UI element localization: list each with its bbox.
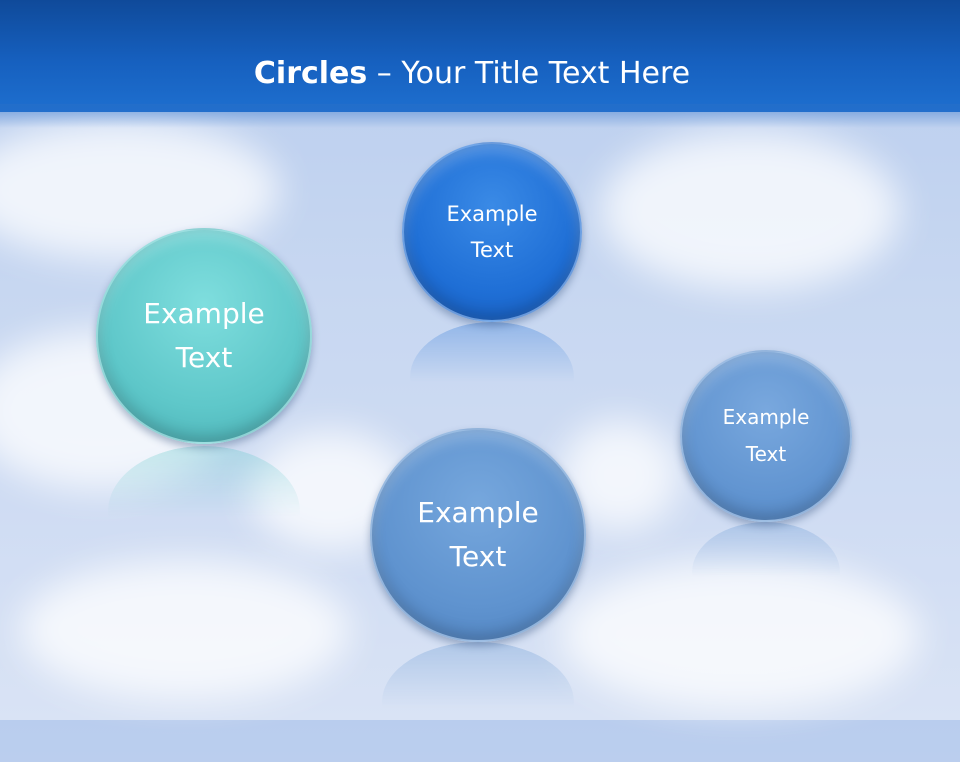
slide-title-rest: – Your Title Text Here	[367, 56, 691, 91]
circle-label: Example Text	[417, 496, 539, 573]
cloud-shape	[20, 560, 350, 700]
circle-reflection	[382, 642, 574, 762]
slide-title-bold: Circles	[253, 56, 368, 91]
circle-blue[interactable]: Example Text	[402, 142, 582, 322]
circle-reflection	[692, 522, 840, 622]
cloud-shape	[560, 560, 920, 710]
circle-reflection	[108, 446, 300, 576]
circle-steel-blue-small[interactable]: Example Text	[680, 350, 852, 522]
circle-reflection	[410, 322, 574, 432]
circle-teal[interactable]: Example Text	[96, 228, 312, 444]
circle-label: Example Text	[143, 297, 265, 374]
cloud-shape	[600, 130, 900, 290]
title-bar	[0, 0, 960, 112]
circle-label: Example Text	[446, 202, 538, 262]
title-bar-fade	[0, 104, 960, 128]
slide-title: Circles – Your Title Text Here	[0, 52, 944, 96]
circle-label: Example Text	[722, 405, 810, 466]
circle-steel-blue-large[interactable]: Example Text	[370, 428, 586, 642]
